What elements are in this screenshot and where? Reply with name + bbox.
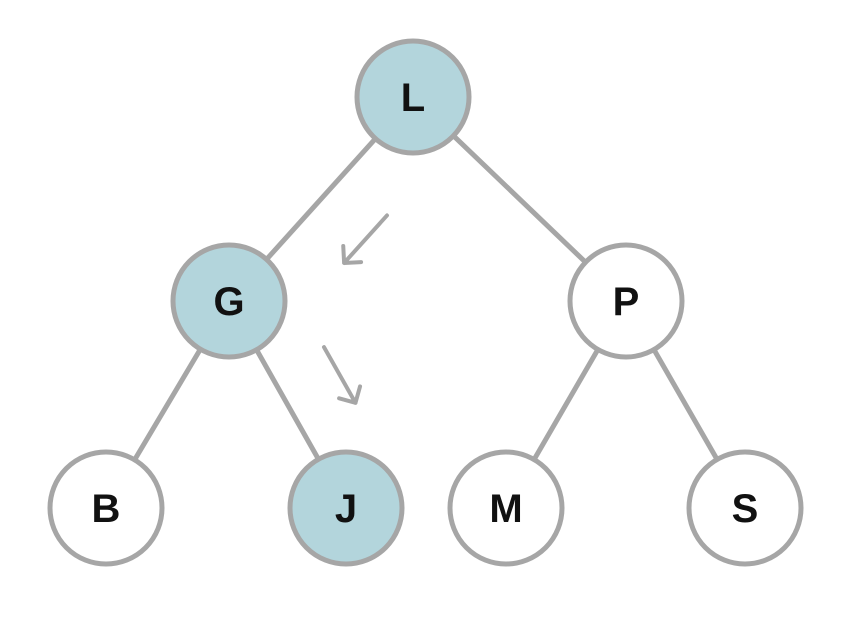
arrow-L-to-G-icon <box>341 213 389 265</box>
search-path-arrows <box>321 213 389 405</box>
node-S-circle <box>686 449 804 567</box>
node-P-circle <box>567 242 685 360</box>
node-J: J <box>287 449 405 567</box>
node-S-label: S <box>732 487 759 531</box>
node-M-label: M <box>489 487 522 531</box>
node-G-circle <box>170 242 288 360</box>
node-J-label: J <box>335 487 357 531</box>
arrow-G-to-J-icon <box>321 345 363 405</box>
nodes-layer: L G P B J M S <box>47 38 804 567</box>
node-M-circle <box>447 449 565 567</box>
node-S: S <box>686 449 804 567</box>
node-J-circle <box>287 449 405 567</box>
node-L-label: L <box>401 76 425 120</box>
node-M: M <box>447 449 565 567</box>
node-G: G <box>170 242 288 360</box>
node-L-circle <box>354 38 472 156</box>
node-G-label: G <box>213 280 244 324</box>
node-P: P <box>567 242 685 360</box>
node-L: L <box>354 38 472 156</box>
node-B: B <box>47 449 165 567</box>
node-B-circle <box>47 449 165 567</box>
node-P-label: P <box>613 280 640 324</box>
node-B-label: B <box>92 487 121 531</box>
